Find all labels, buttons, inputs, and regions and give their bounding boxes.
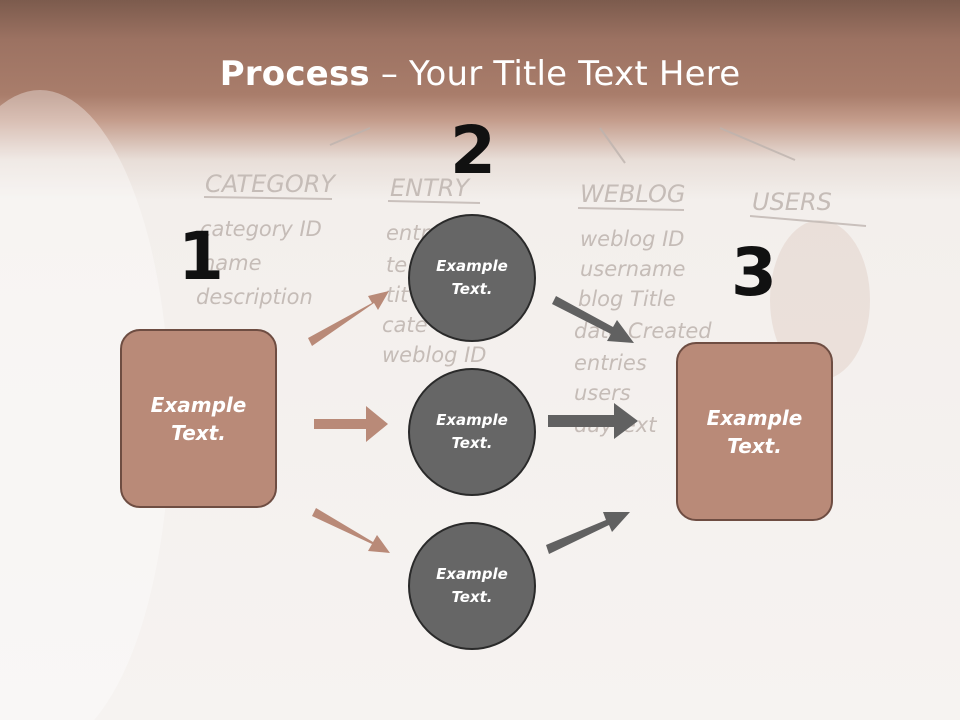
sketch-entry-field-4: weblog ID [382,343,486,367]
sketch-entry-field-2: tit [386,283,409,307]
sketch-heading-1: ENTRY [390,174,471,202]
arrow-left-to-circle-middle [314,406,388,442]
arrow-circle-top-to-right [552,296,634,343]
process-circle-top: Example Text. [408,214,536,342]
process-circle-bottom: Example Text. [408,522,536,650]
sketch-weblog-field-4: entries [574,351,647,375]
sketch-weblog-field-2: blog Title [578,287,676,311]
right-process-box: Example Text. [676,342,833,521]
sketch-entry-field-3: cate [382,313,428,337]
sketch-weblog-field-5: users [574,381,631,405]
person-silhouette [0,90,170,720]
arrow-left-to-circle-top [308,291,389,346]
sketch-entry-field-1: te [386,253,407,277]
arrow-circle-middle-to-right [548,403,638,439]
title-bold: Process [219,54,370,94]
process-circle-middle: Example Text. [408,368,536,496]
sketch-heading-3: USERS [752,188,832,216]
title-rest: – Your Title Text Here [369,54,741,94]
step-number-1: 1 [178,218,224,295]
sketch-category-field-1: name [202,251,262,275]
sketch-weblog-field-0: weblog ID [580,227,684,251]
sketch-category-field-0: category ID [200,217,322,241]
step-number-3: 3 [731,234,777,311]
sketch-heading-2: WEBLOG [580,180,685,208]
arrow-circle-bottom-to-right [546,512,630,554]
slide-title: Process – Your Title Text Here [0,54,960,94]
arrow-left-to-circle-bottom [312,508,390,553]
sketch-heading-0: CATEGORY [205,170,337,198]
hand-silhouette [770,220,870,380]
sketch-weblog-field-1: username [580,257,685,281]
sketch-category-field-2: description [196,285,313,309]
step-number-2: 2 [450,112,496,189]
left-process-box: Example Text. [120,329,277,508]
